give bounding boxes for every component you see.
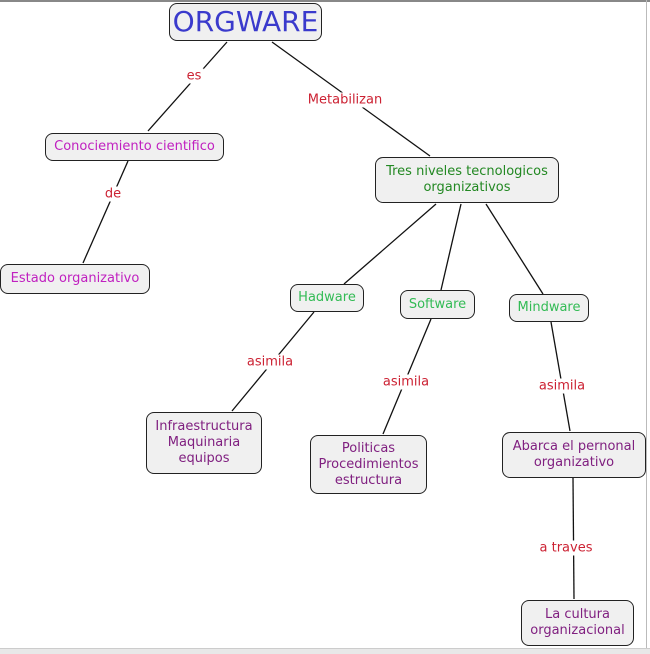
node-conocimiento[interactable]: Conociemiento cientifico <box>45 133 224 161</box>
link-label-a-traves[interactable]: a traves <box>537 540 595 556</box>
canvas-bottom-border <box>0 648 650 654</box>
node-software[interactable]: Software <box>400 290 475 319</box>
link-label-de[interactable]: de <box>102 186 124 202</box>
window-top-border <box>0 0 650 2</box>
node-orgware[interactable]: ORGWARE <box>169 3 322 41</box>
line-conocimiento-estado <box>82 160 129 264</box>
line-tres-mindware <box>485 203 544 295</box>
line-orgware-conocimiento <box>147 41 228 132</box>
line-abarca-cultura <box>572 477 575 600</box>
line-tres-software <box>440 203 462 291</box>
node-infraestructura[interactable]: Infraestructura Maquinaria equipos <box>146 412 262 474</box>
node-hadware[interactable]: Hadware <box>290 284 364 312</box>
node-cultura[interactable]: La cultura organizacional <box>521 600 634 646</box>
node-abarca[interactable]: Abarca el pernonal organizativo <box>502 432 646 478</box>
line-tres-hadware <box>343 203 437 285</box>
line-mindware-abarca <box>550 321 571 432</box>
link-label-asimila-software[interactable]: asimila <box>380 374 432 390</box>
link-label-asimila-hadware[interactable]: asimila <box>244 354 296 370</box>
node-estado[interactable]: Estado organizativo <box>0 264 150 294</box>
link-label-metabilizan[interactable]: Metabilizan <box>305 92 385 108</box>
link-label-es[interactable]: es <box>184 68 204 84</box>
node-tres-niveles[interactable]: Tres niveles tecnologicos organizativos <box>375 157 559 203</box>
canvas-right-border <box>646 0 647 653</box>
node-politicas[interactable]: Politicas Procedimientos estructura <box>310 435 427 494</box>
link-label-asimila-mindware[interactable]: asimila <box>536 378 588 394</box>
node-mindware[interactable]: Mindware <box>509 294 589 322</box>
